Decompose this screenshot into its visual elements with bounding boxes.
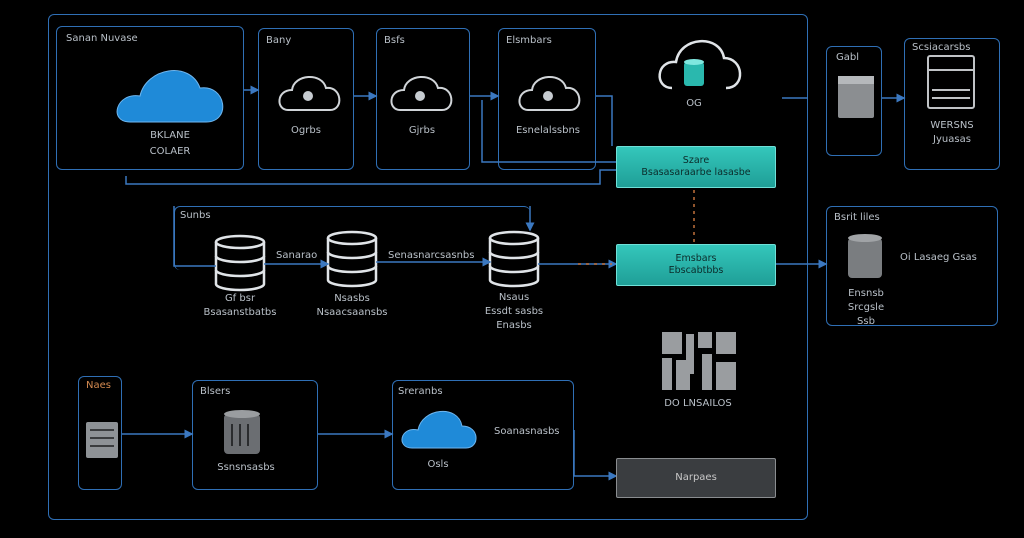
teal-2-line-2: Ebscabtbbs [668,265,724,276]
server-db-icon [224,410,260,454]
monitor-icon [838,55,975,118]
compute-2-caption: Gjrbs [408,125,436,136]
qr-caption: DO LNSAILOS [664,398,732,409]
right-frame-1 [826,46,882,156]
teal-1-line-1: Szare [682,155,710,166]
compute-3-title: Elsmbars [506,35,552,46]
grey-output-box: Narpaes [616,458,776,498]
service-cloud-icon [401,410,477,449]
service-2-title: Sreranbs [398,386,443,397]
right-2-title: Scsiacarsbs [912,42,971,53]
right-frame-2 [904,38,1000,170]
service-2-cloud-label: Osls [427,459,449,470]
compute-3-caption: Esnelalssbns [515,125,581,136]
right-3-side-label: Oi Lasaeg Gsas [900,252,977,263]
db-3-label-2: Essdt sasbs [484,306,544,317]
main-frame-title: Sanan Nuvase [66,33,138,44]
db-1-label-1: Gf bsr [224,293,256,304]
db-cloud-label: OG [686,98,702,109]
db-3-label-1: Nsaus [498,292,530,303]
cloud-label-2: COLAER [149,146,191,157]
storage-title: Sunbs [180,210,211,221]
teal-service-box-1: Szare Bsasasaraarbe lasasbe [616,146,776,188]
compute-1-caption: Ogrbs [291,125,321,136]
cloud-label-1: BKLANE [150,130,190,141]
qr-code-icon [662,332,736,390]
database-icon [214,230,540,292]
cloud-icon [116,70,224,123]
db-3-label-3: Enasbs [496,320,532,331]
service-1-caption: Ssnsnsasbs [217,462,275,473]
link-label-1: Sanarao [276,250,318,261]
main-frame [48,14,808,520]
compute-1-title: Bany [266,35,292,46]
document-stack-icon [86,422,118,458]
service-2-side-label: Soanasnasbs [494,426,560,437]
cloud-outline-icon [278,76,581,111]
left-badge-frame [78,376,122,490]
right-2-label-2: Jyuasas [933,134,971,145]
cloud-db-icon [658,40,742,90]
db-2-label-1: Nsasbs [334,293,370,304]
right-3-label-2: Srcgsle [847,302,885,313]
right-3-title: Bsrit liles [834,212,880,223]
right-2-label-1: WERSNS [930,120,974,131]
link-label-2: Senasnarcsasnbs [388,250,475,261]
right-3-label-3: Ssb [857,316,875,327]
right-1-title: Gabl [836,52,860,63]
right-3-label-1: Ensnsb [848,288,884,299]
db-1-label-2: Bsasanstbatbs [203,307,277,318]
teal-2-line-1: Emsbars [675,253,717,264]
service-1-title: Blsers [200,386,231,397]
left-badge-title: Naes [86,380,111,391]
db-2-label-2: Nsaacsaansbs [316,307,388,318]
teal-service-box-2: Emsbars Ebscabtbbs [616,244,776,286]
cloud-frame [56,26,244,170]
compute-frame-1 [258,28,354,170]
grey-cylinder-icon [848,234,882,278]
teal-1-line-2: Bsasasaraarbe lasasbe [641,167,751,178]
compute-2-title: Bsfs [384,35,405,46]
